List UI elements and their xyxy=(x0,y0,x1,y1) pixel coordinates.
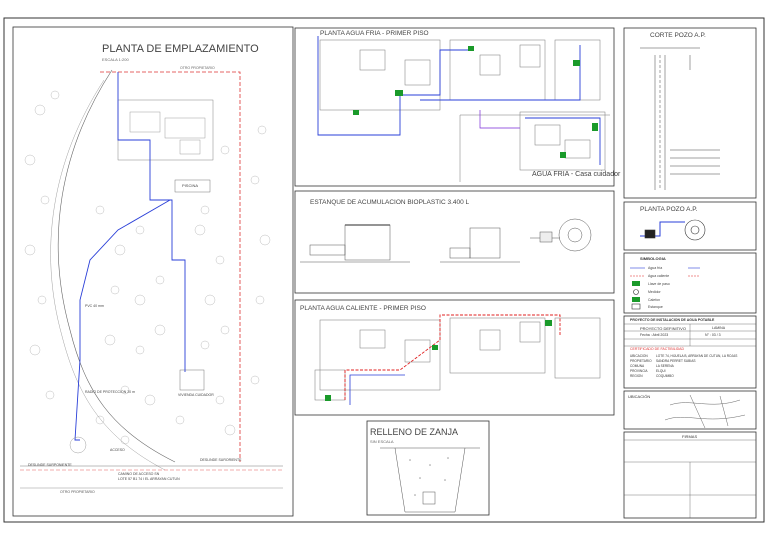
trench-frame xyxy=(366,420,490,516)
tb-sheet-number: N° : 03 / 3 xyxy=(705,333,721,337)
tb-date: Fecha : Abril 2023 xyxy=(640,333,669,337)
site-pool-label: PISCINA xyxy=(182,183,199,188)
tb-comuna-label: COMUNA xyxy=(630,364,645,368)
trench-title: RELLENO DE ZANJA xyxy=(370,427,459,437)
cold-water-title: PLANTA AGUA FRIA - PRIMER PISO xyxy=(320,30,429,37)
signatures-lines xyxy=(624,439,756,518)
well-section-drawing xyxy=(640,47,720,190)
title-block-lines xyxy=(624,323,756,347)
tb-project: PROYECTO DE INSTALACION DE AGUA POTABLE xyxy=(630,318,715,322)
site-other-owner-top: OTRO PROPIETARIO xyxy=(180,66,215,70)
well-plan-title: PLANTA POZO A.P. xyxy=(640,206,698,213)
tb-region-value: COQUIMBO xyxy=(656,374,674,378)
tank-title: ESTANQUE DE ACUMULACION BIOPLASTIC 3.400… xyxy=(310,199,470,206)
tb-owner-value: SANDRA PERRET SUBIAS xyxy=(656,359,696,363)
tb-owner-label: PROPIETARIO xyxy=(630,359,652,363)
legend-item: Calefon xyxy=(648,298,661,302)
trench-scale: SIN ESCALA xyxy=(370,439,394,444)
curved-boundary xyxy=(57,69,176,463)
tank-drawing xyxy=(300,218,592,263)
legend-item: Llave de paso xyxy=(648,282,670,286)
hot-water-drawing xyxy=(314,314,601,405)
tank-frame xyxy=(294,190,615,294)
legend-item: Agua fría xyxy=(648,266,663,270)
hot-water-title: PLANTA AGUA CALIENTE - PRIMER PISO xyxy=(300,305,426,312)
curved-boundary-inner xyxy=(50,79,166,471)
site-other-owner-bottom: OTRO PROPIETARIO xyxy=(60,490,95,494)
well-section-frame xyxy=(623,27,757,199)
location-map xyxy=(664,394,746,429)
tb-project-type: PROYECTO DEFINITIVO xyxy=(640,326,686,331)
location-frame xyxy=(623,390,757,430)
site-access-road: CAMINO DE ACCESO SN xyxy=(118,472,160,476)
title-block-frame xyxy=(623,315,757,389)
site-plan-title: PLANTA DE EMPLAZAMIENTO xyxy=(102,43,259,55)
site-caretaker-label: VIVIENDA CUIDADOR xyxy=(178,393,214,397)
cold-water-caretaker-title: AGUA FRIA - Casa cuidador xyxy=(532,171,621,178)
tb-region-label: REGION xyxy=(630,374,643,378)
tb-location-value: LOTE 74, HIJUELA B, ARRAYAN DE CUTUN, LA… xyxy=(656,354,738,358)
site-deslinde-left: DESLINDE SURPONIENTE xyxy=(28,463,72,467)
location-title: UBICACIÓN xyxy=(628,394,651,399)
tb-sheet-label: LAMINA xyxy=(712,326,726,330)
tb-location-label: UBICACION xyxy=(630,354,648,358)
site-pvc-label: PVC 40 mm xyxy=(85,304,104,308)
tb-certificate: CERTIFICADO DE FACTIBILIDAD xyxy=(630,347,684,351)
site-plan-frame xyxy=(12,26,294,517)
property-boundary-red xyxy=(100,71,241,462)
trench-drawing xyxy=(380,447,480,513)
cold-water-frame xyxy=(294,27,615,187)
tb-province-label: PROVINCIA xyxy=(630,369,648,373)
legend-symbols xyxy=(630,267,700,310)
tb-comuna-value: LA SERENA xyxy=(656,364,674,368)
cold-water-drawing xyxy=(317,36,610,182)
site-protection-label: RADIO DE PROTECCION 20 m xyxy=(85,390,135,394)
well-plan-drawing xyxy=(640,219,706,241)
signatures-title: FIRMAS xyxy=(682,434,698,439)
site-plan-scale: ESCALA 1:200 xyxy=(102,57,129,62)
sheet-border xyxy=(3,17,765,523)
legend-frame xyxy=(623,252,757,314)
site-access-road-lot: LOTE 57 B1 74 I EL ARRAYAN CUTUN xyxy=(118,477,180,481)
well-section-title: CORTE POZO A.P. xyxy=(650,32,706,39)
site-plan xyxy=(20,69,283,489)
tb-province-value: ELQUI xyxy=(656,369,666,373)
site-access-label: ACCESO xyxy=(110,448,125,452)
well-plan-frame xyxy=(623,201,757,251)
site-deslinde-right: DESLINDE SURORIENTE xyxy=(200,458,242,462)
legend-item: Medidor xyxy=(648,290,661,294)
hot-water-frame xyxy=(294,299,615,416)
legend-item: Agua caliente xyxy=(648,274,670,278)
legend-item: Estanque xyxy=(648,305,663,309)
legend-title: SIMBOLOGIA xyxy=(640,256,666,261)
